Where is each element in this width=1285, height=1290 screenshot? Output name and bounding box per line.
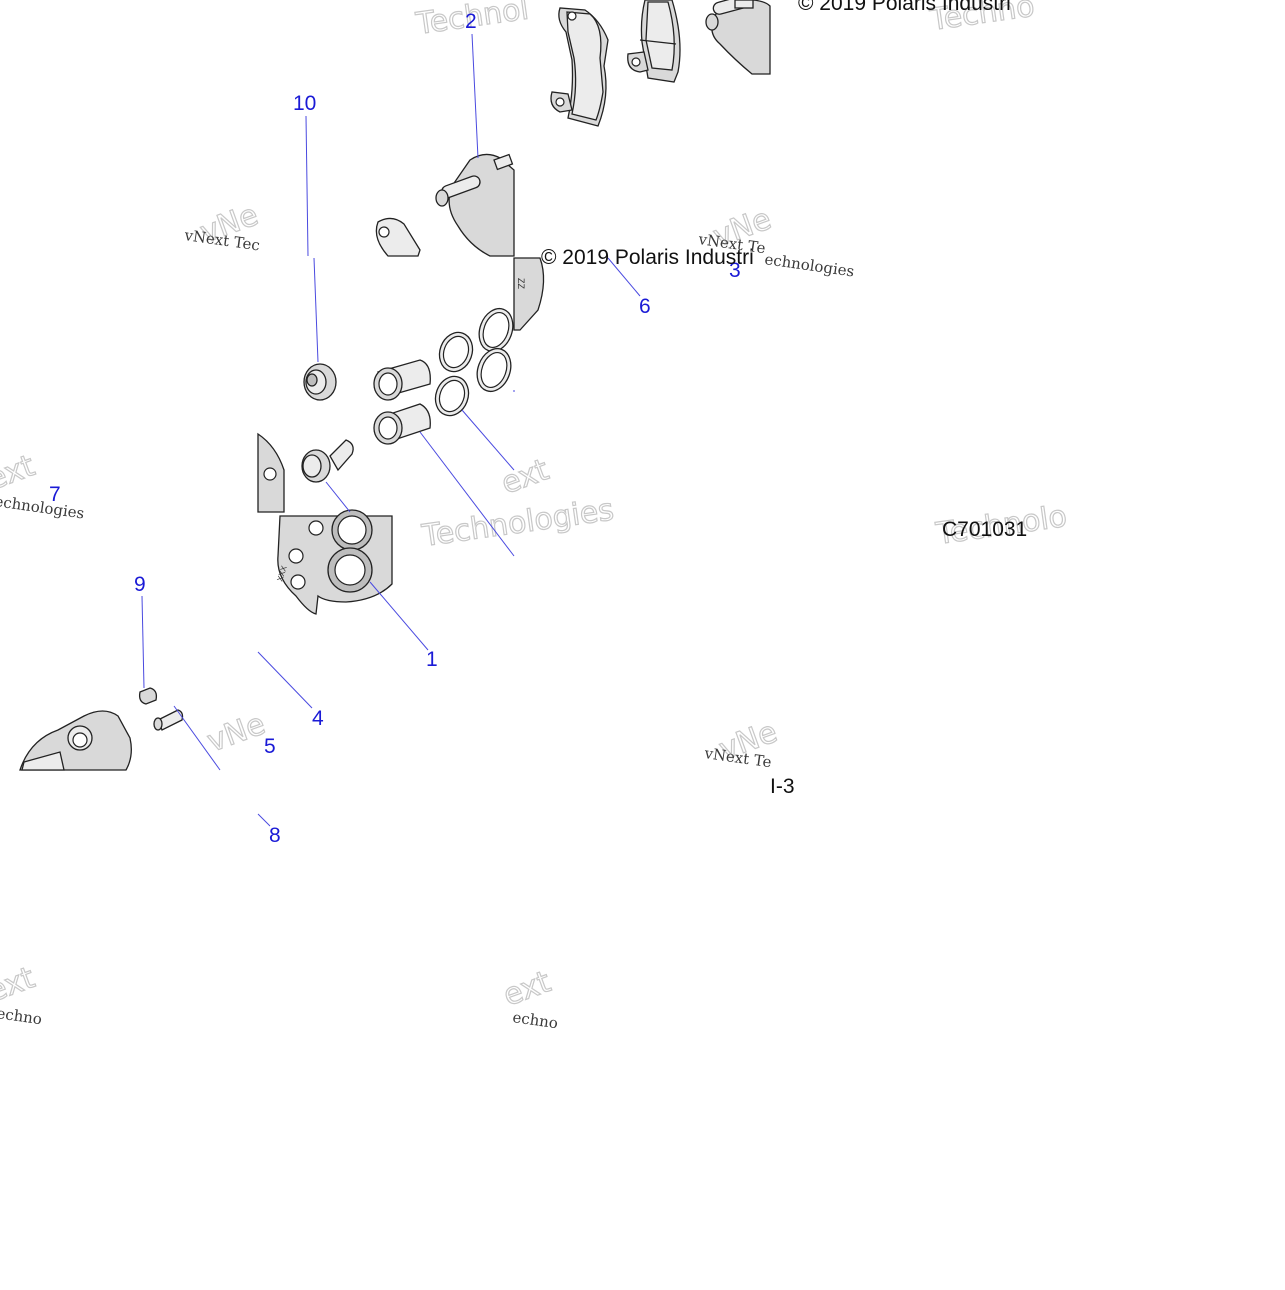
watermark-text: echnologies	[0, 492, 86, 522]
bleeder-cap	[138, 687, 158, 705]
piston-seals	[434, 307, 514, 417]
callout-8: 8	[269, 824, 281, 847]
watermark-text: echno	[511, 1008, 559, 1032]
watermark-text: vNe	[203, 707, 270, 760]
bleeder-screw	[153, 709, 184, 731]
leader-lines	[141, 33, 641, 827]
svg-text:ZZ: ZZ	[516, 278, 526, 289]
fragment-text: I-3	[770, 775, 795, 798]
brake-pad-outer	[627, 0, 681, 83]
callout-9: 9	[134, 573, 146, 596]
pistons	[373, 359, 431, 445]
callout-2: 2	[465, 10, 477, 33]
caliper-bracket-top	[705, 0, 771, 75]
drawing-code: C701031	[942, 518, 1027, 541]
watermark-text: Technologies	[419, 492, 616, 554]
watermark-text: ext	[0, 960, 40, 1009]
callout-10: 10	[293, 92, 316, 115]
watermark-text: ext	[499, 964, 556, 1013]
caliper-bracket	[375, 153, 515, 257]
callout-5: 5	[264, 735, 276, 758]
callout-7: 7	[49, 483, 61, 506]
watermark-text: echnologies	[763, 250, 855, 280]
watermark-text: echno	[0, 1004, 43, 1028]
watermark-serif-layer: vNext Tec vNext Te vNext Te echnologies …	[0, 226, 856, 1032]
bleeder-boot	[301, 439, 354, 483]
watermark-layer: Technol Techno Technologies Technolo vNe…	[0, 0, 1070, 1014]
callout-6: 6	[639, 295, 651, 318]
piston-boot	[303, 363, 337, 401]
caliper-half-left-piece	[257, 432, 285, 513]
callout-4: 4	[312, 707, 324, 730]
copyright-notice: © 2019 Polaris Industri	[541, 246, 754, 269]
callout-3: 3	[729, 259, 741, 282]
caliper-housing-lower	[19, 710, 132, 771]
caliper-half-right: ZZ	[513, 257, 545, 331]
caliper-body: XXX	[275, 509, 393, 615]
callout-1: 1	[426, 648, 438, 671]
brake-pad-inner	[550, 7, 609, 127]
copyright-notice: © 2019 Polaris Industri	[798, 0, 1011, 15]
watermark-text: ext	[0, 448, 40, 497]
callout-labels: 1 2 3 4 5 6 7 8 9 10	[49, 10, 741, 847]
